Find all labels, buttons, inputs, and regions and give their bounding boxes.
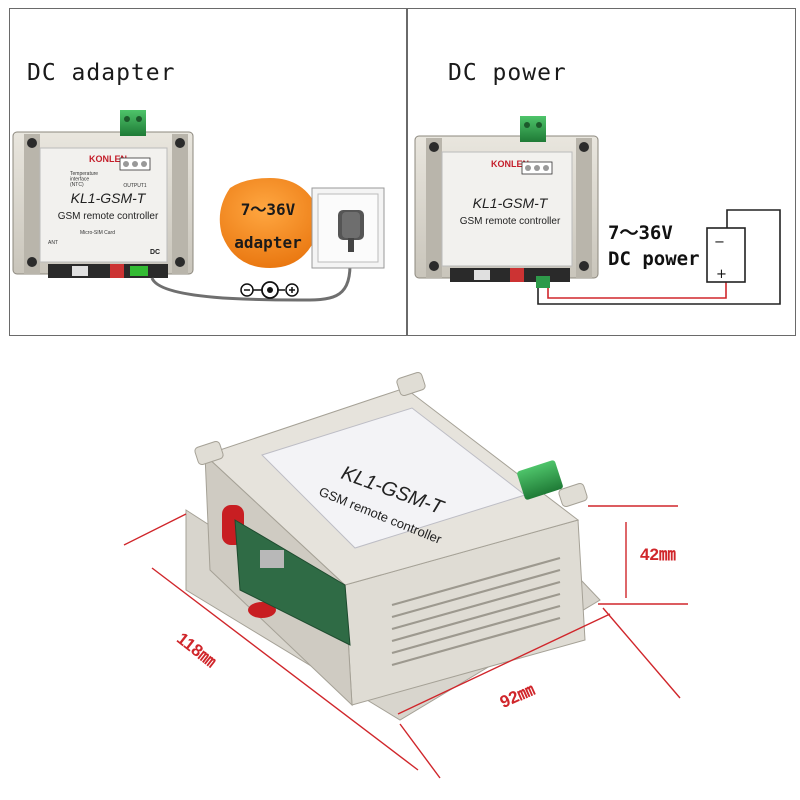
supply-voltage-label: 7～36V [608, 222, 673, 244]
callout-adapter: adapter [234, 233, 301, 252]
polarity-symbol-icon [240, 281, 299, 299]
adapter-callout [219, 178, 332, 268]
supply-dc-power-label: DC power [608, 248, 700, 270]
battery-icon [706, 227, 746, 283]
battery-plus: + [716, 267, 727, 282]
dimension-height: 42㎜ [640, 545, 676, 564]
battery-minus: − [714, 235, 725, 250]
left-output-label: OUTPUT1 [123, 183, 147, 189]
wall-outlet-icon [311, 187, 385, 269]
right-model: KL1-GSM-T [473, 195, 549, 211]
dc-adapter-title: DC adapter [27, 60, 176, 86]
left-micro-sim: Micro-SIM Card [80, 230, 115, 236]
left-model: KL1-GSM-T [71, 190, 147, 206]
left-brand: KONLEN [89, 154, 127, 164]
left-subtitle: GSM remote controller [58, 211, 159, 222]
right-subtitle: GSM remote controller [460, 216, 561, 227]
left-ant: ANT [48, 240, 58, 246]
panel-divider [406, 8, 408, 336]
right-brand: KONLEN [491, 159, 529, 169]
adapter-cable [150, 264, 352, 302]
left-dc: DC [150, 249, 160, 256]
callout-voltage: 7～36V [241, 200, 296, 219]
top-panels-frame [9, 8, 796, 336]
dc-supply-wiring [537, 209, 781, 305]
dimension-lines [123, 505, 688, 779]
main-device-isometric [185, 371, 601, 721]
dc-power-title: DC power [448, 60, 567, 86]
